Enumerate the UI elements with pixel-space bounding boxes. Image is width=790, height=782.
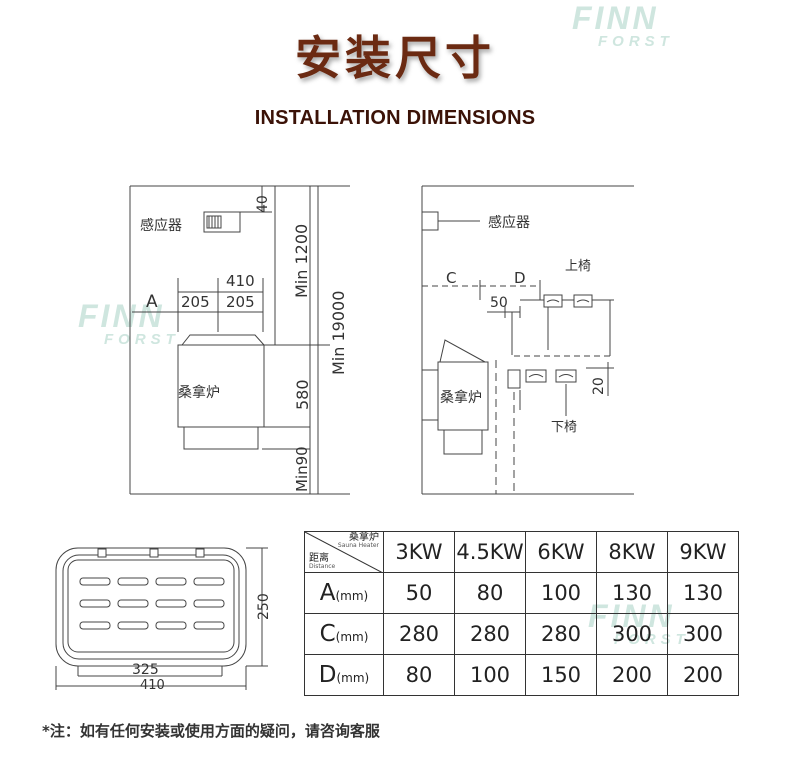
side-dim-d: D xyxy=(514,269,526,287)
lower-bench-label: 下椅 xyxy=(551,420,577,435)
column-header: 4.5KW xyxy=(454,531,526,573)
top-dim-325: 325 xyxy=(132,662,159,678)
row-label-letter: C xyxy=(319,621,336,647)
table-cell: 50 xyxy=(383,572,455,614)
side-dim-c: C xyxy=(446,269,456,287)
front-view-drawing xyxy=(129,185,350,495)
footnote: *注：如有任何安装或使用方面的疑问，请咨询客服 xyxy=(42,722,380,740)
dimensions-table: 桑拿炉 Sauna Heater 距离 Distance 3KW 4.5KW 6… xyxy=(304,531,739,696)
brand-watermark-top: FINN FORST xyxy=(572,2,674,49)
table-cell: 200 xyxy=(667,654,739,696)
front-dim-40: 40 xyxy=(255,195,271,213)
table-row: D(mm) 80 100 150 200 200 xyxy=(304,654,739,696)
front-dim-205-right: 205 xyxy=(226,293,255,311)
column-header: 6KW xyxy=(525,531,597,573)
front-dim-410: 410 xyxy=(226,272,255,290)
table-cell: 130 xyxy=(596,572,668,614)
vent-slots xyxy=(79,577,225,630)
table-cell: 280 xyxy=(454,613,526,655)
front-dim-580: 580 xyxy=(293,379,312,410)
corner-top-label: 桑拿炉 xyxy=(349,532,379,543)
corner-bottom-label-en: Distance xyxy=(309,563,336,570)
table-corner-header: 桑拿炉 Sauna Heater 距离 Distance xyxy=(304,531,384,573)
corner-top-label-en: Sauna Heater xyxy=(337,542,379,549)
watermark-sub: FORST xyxy=(104,331,180,348)
front-dim-a: A xyxy=(146,292,158,312)
side-view-drawing xyxy=(421,185,634,495)
table-cell: 130 xyxy=(667,572,739,614)
row-label-unit: (mm) xyxy=(335,589,369,603)
table-row: C(mm) 280 280 280 300 300 xyxy=(304,613,739,655)
top-dim-250: 250 xyxy=(256,593,272,620)
column-header: 8KW xyxy=(596,531,668,573)
top-dim-410: 410 xyxy=(140,678,165,693)
upper-bench-label: 上椅 xyxy=(565,259,591,274)
table-row: A(mm) 50 80 100 130 130 xyxy=(304,572,739,614)
row-label: C(mm) xyxy=(304,613,384,655)
top-view-drawing xyxy=(55,547,268,690)
table-cell: 100 xyxy=(525,572,597,614)
page-title: 安装尺寸 xyxy=(295,31,495,85)
column-header: 9KW xyxy=(667,531,739,573)
table-cell: 80 xyxy=(454,572,526,614)
front-dim-min1200: Min 1200 xyxy=(292,224,311,298)
side-dim-20: 20 xyxy=(591,377,607,395)
table-cell: 300 xyxy=(596,613,668,655)
corner-diagonal xyxy=(305,532,382,572)
table-cell: 300 xyxy=(667,613,739,655)
front-heater-label: 桑拿炉 xyxy=(178,384,220,401)
side-sensor-label: 感应器 xyxy=(488,214,530,231)
front-dim-205-left: 205 xyxy=(181,293,210,311)
table-cell: 280 xyxy=(525,613,597,655)
row-label-unit: (mm) xyxy=(335,630,369,644)
table-cell: 280 xyxy=(383,613,455,655)
table-cell: 80 xyxy=(383,654,455,696)
row-label-letter: A xyxy=(319,580,336,606)
page-subtitle: INSTALLATION DIMENSIONS xyxy=(254,107,536,129)
row-label-unit: (mm) xyxy=(336,671,370,685)
row-label-letter: D xyxy=(318,662,337,688)
front-sensor-label: 感应器 xyxy=(140,217,182,234)
side-heater-label: 桑拿炉 xyxy=(440,389,482,406)
row-label: A(mm) xyxy=(304,572,384,614)
watermark-brand: FINN xyxy=(572,0,659,36)
brand-watermark-middle: FINN FORST xyxy=(78,300,180,347)
front-dim-min19000: Min 19000 xyxy=(329,291,348,375)
corner-bottom-label: 距离 xyxy=(309,553,329,564)
table-cell: 150 xyxy=(525,654,597,696)
side-dim-50: 50 xyxy=(490,295,508,311)
table-cell: 200 xyxy=(596,654,668,696)
table-cell: 100 xyxy=(454,654,526,696)
row-label: D(mm) xyxy=(304,654,384,696)
front-dim-min90: Min90 xyxy=(293,446,311,492)
watermark-brand: FINN xyxy=(78,298,165,334)
column-header: 3KW xyxy=(383,531,455,573)
table-header-row: 桑拿炉 Sauna Heater 距离 Distance 3KW 4.5KW 6… xyxy=(304,531,739,573)
watermark-sub: FORST xyxy=(598,33,674,50)
